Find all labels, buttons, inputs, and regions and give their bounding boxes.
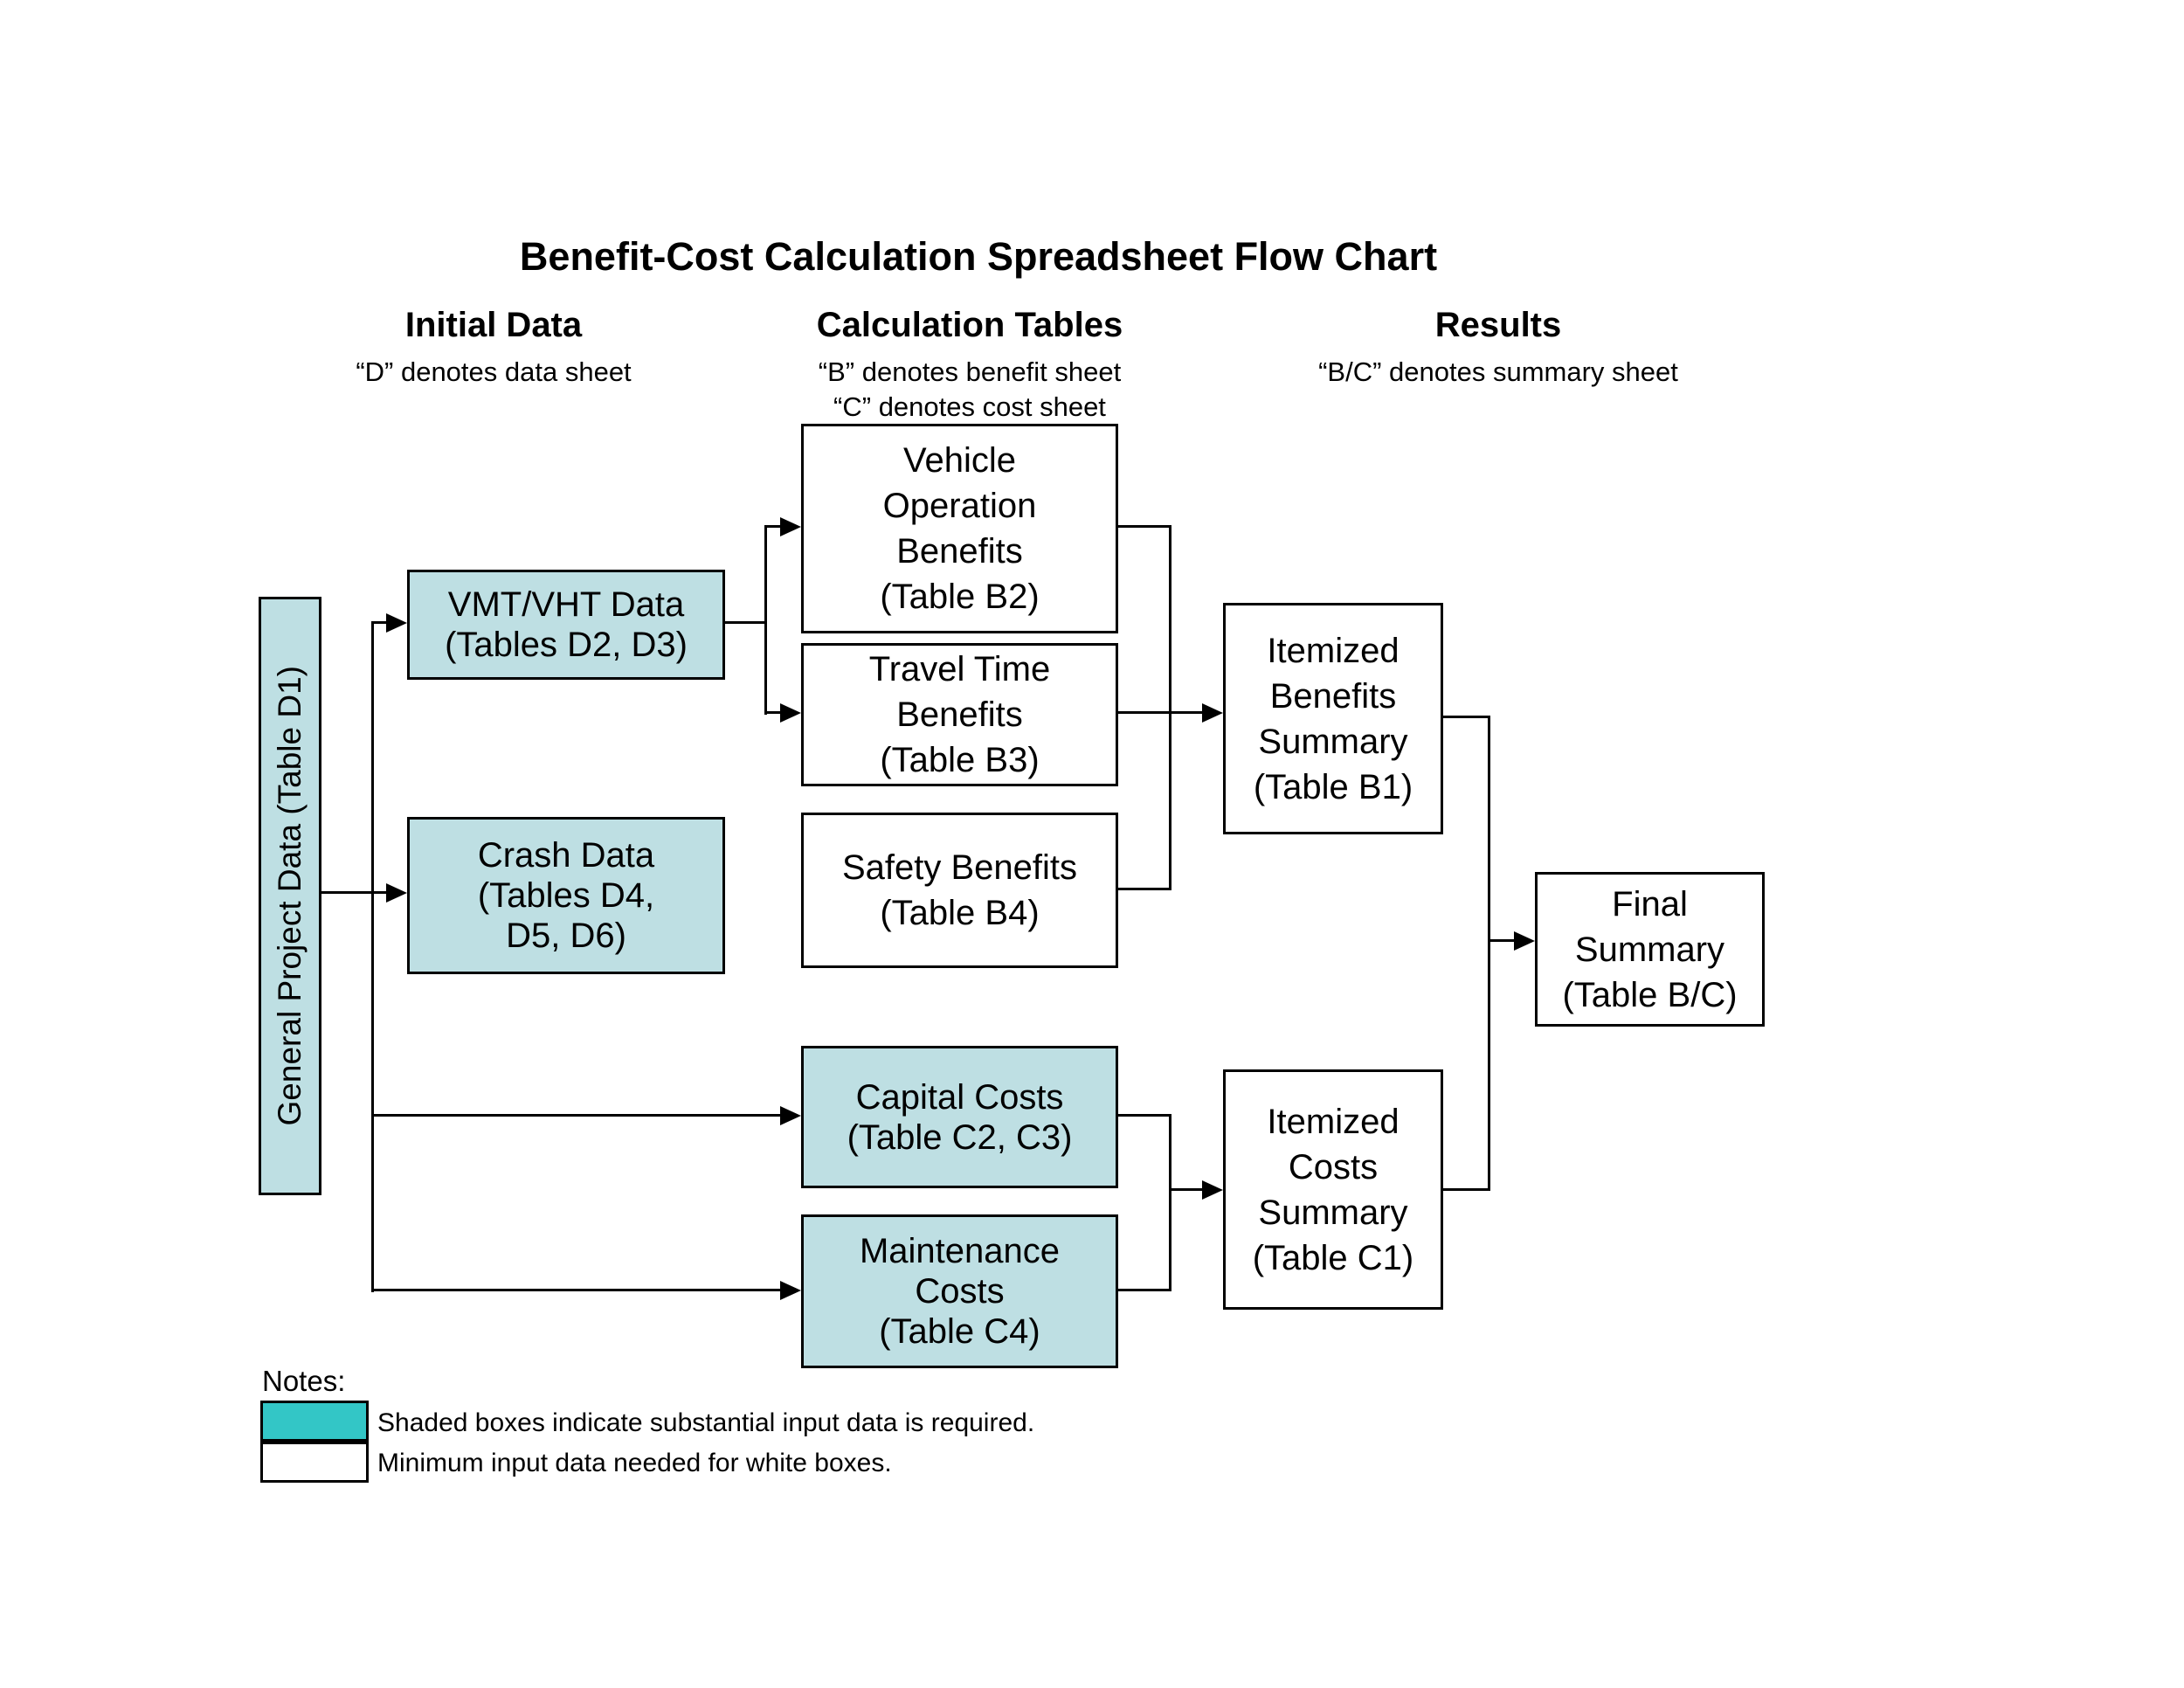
page-title: Benefit-Cost Calculation Spreadsheet Flo… bbox=[519, 234, 1438, 279]
connector-to-vehicle-op bbox=[765, 525, 782, 528]
subtitle-line: “B” denotes benefit sheet bbox=[818, 356, 1122, 387]
node-line: (Tables D4, bbox=[477, 876, 655, 915]
connector-final-merge-vertical bbox=[1488, 716, 1490, 1191]
subtitle-line: “D” denotes data sheet bbox=[356, 356, 632, 387]
node-line: Itemized bbox=[1267, 1102, 1400, 1141]
arrowhead-into-capital bbox=[780, 1106, 801, 1125]
node-crash-data: Crash Data (Tables D4, D5, D6) bbox=[407, 817, 725, 974]
node-safety-benefits: Safety Benefits (Table B4) bbox=[801, 813, 1118, 968]
column-subtitle-calculation-tables: “B” denotes benefit sheet “C” denotes co… bbox=[729, 355, 1210, 425]
arrowhead-into-itemized-costs bbox=[1202, 1180, 1223, 1200]
node-line: Maintenance bbox=[859, 1232, 1061, 1270]
connector-maintenance-exit bbox=[1118, 1289, 1171, 1291]
connector-branch-to-maintenance bbox=[372, 1289, 782, 1291]
column-heading-results: Results bbox=[1434, 306, 1562, 344]
connector-to-travel-time bbox=[765, 711, 782, 714]
node-line: (Table B1) bbox=[1253, 767, 1413, 806]
node-line: Benefits bbox=[896, 532, 1023, 571]
node-line: Operation bbox=[882, 487, 1037, 525]
connector-to-final-summary bbox=[1489, 939, 1516, 942]
connector-vmt-exit bbox=[725, 621, 767, 624]
node-line: Benefits bbox=[1269, 676, 1397, 716]
node-line: (Table B2) bbox=[880, 578, 1040, 616]
node-line: VMT/VHT Data bbox=[447, 585, 685, 624]
node-line: Vehicle bbox=[903, 441, 1016, 480]
notes-heading: Notes: bbox=[262, 1365, 346, 1397]
subtitle-line: “C” denotes cost sheet bbox=[833, 391, 1106, 422]
column-heading-calculation-tables: Calculation Tables bbox=[816, 306, 1123, 344]
node-vmt-vht-data: VMT/VHT Data (Tables D2, D3) bbox=[407, 570, 725, 680]
node-line: Capital Costs bbox=[855, 1077, 1064, 1117]
connector-branch-vertical bbox=[371, 621, 374, 1292]
connector-safety-exit bbox=[1118, 888, 1171, 890]
node-line: D5, D6) bbox=[506, 917, 626, 955]
node-line: Costs bbox=[915, 1272, 1005, 1311]
connector-branch-to-vmt bbox=[372, 621, 390, 624]
node-maintenance-costs: Maintenance Costs (Table C4) bbox=[801, 1214, 1118, 1368]
arrowhead-into-vehicle-op bbox=[780, 517, 801, 536]
node-line: (Table C2, C3) bbox=[847, 1117, 1073, 1157]
node-line: (Tables D2, D3) bbox=[445, 626, 688, 664]
node-line: (Table B4) bbox=[880, 894, 1040, 932]
node-itemized-costs-summary: Itemized Costs Summary (Table C1) bbox=[1223, 1069, 1443, 1310]
node-line: Travel Time bbox=[868, 650, 1051, 688]
node-capital-costs: Capital Costs (Table C2, C3) bbox=[801, 1046, 1118, 1188]
connector-costs-summary-exit bbox=[1443, 1188, 1490, 1191]
node-line: Itemized bbox=[1267, 631, 1400, 670]
connector-costs-merge-vertical bbox=[1169, 1114, 1171, 1291]
node-general-project-data: General Project Data (Table D1) bbox=[259, 597, 321, 1195]
arrowhead-into-final-summary bbox=[1514, 931, 1535, 951]
node-travel-time-benefits: Travel Time Benefits (Table B3) bbox=[801, 643, 1118, 786]
arrowhead-into-vmt bbox=[386, 613, 407, 633]
connector-benefits-summary-exit bbox=[1443, 716, 1490, 718]
column-subtitle-results: “B/C” denotes summary sheet bbox=[1258, 355, 1738, 390]
node-line: (Table C4) bbox=[879, 1312, 1040, 1351]
node-label: General Project Data (Table D1) bbox=[272, 666, 308, 1126]
node-itemized-benefits-summary: Itemized Benefits Summary (Table B1) bbox=[1223, 603, 1443, 834]
node-vehicle-operation-benefits: Vehicle Operation Benefits (Table B2) bbox=[801, 424, 1118, 633]
node-final-summary: Final Summary (Table B/C) bbox=[1535, 872, 1765, 1027]
node-line: Summary bbox=[1258, 1193, 1408, 1232]
legend-shaded-swatch bbox=[260, 1401, 369, 1442]
connector-branch-to-capital bbox=[372, 1114, 782, 1117]
legend-shaded-note: Shaded boxes indicate substantial input … bbox=[377, 1408, 1035, 1437]
node-line: (Table B3) bbox=[880, 741, 1040, 779]
connector-vmt-split-vertical bbox=[764, 525, 767, 715]
node-line: (Table C1) bbox=[1252, 1238, 1414, 1277]
column-heading-initial-data: Initial Data bbox=[404, 306, 583, 344]
column-subtitle-initial-data: “D” denotes data sheet bbox=[275, 355, 712, 390]
arrowhead-into-crash bbox=[386, 883, 407, 903]
subtitle-line: “B/C” denotes summary sheet bbox=[1318, 356, 1678, 387]
connector-capital-exit bbox=[1118, 1114, 1171, 1117]
node-line: Summary bbox=[1258, 722, 1408, 761]
node-line: Final bbox=[1612, 884, 1688, 924]
node-line: Safety Benefits bbox=[841, 848, 1078, 887]
legend-white-note: Minimum input data needed for white boxe… bbox=[377, 1449, 892, 1477]
node-line: (Table B/C) bbox=[1562, 975, 1738, 1014]
arrowhead-into-maintenance bbox=[780, 1281, 801, 1300]
node-line: Benefits bbox=[896, 695, 1023, 734]
node-line: Summary bbox=[1574, 930, 1725, 969]
arrowhead-into-itemized-benefits bbox=[1202, 703, 1223, 723]
connector-benefits-merge-vertical bbox=[1169, 525, 1171, 890]
connector-general-to-crash bbox=[321, 891, 390, 894]
legend-white-swatch bbox=[260, 1442, 369, 1483]
connector-travel-time-to-benefits-summary bbox=[1118, 711, 1204, 714]
arrowhead-into-travel-time bbox=[780, 703, 801, 723]
connector-to-costs-summary bbox=[1170, 1188, 1204, 1191]
node-line: Crash Data bbox=[477, 836, 655, 875]
node-line: Costs bbox=[1288, 1147, 1379, 1186]
connector-vehicle-op-exit bbox=[1118, 525, 1171, 528]
